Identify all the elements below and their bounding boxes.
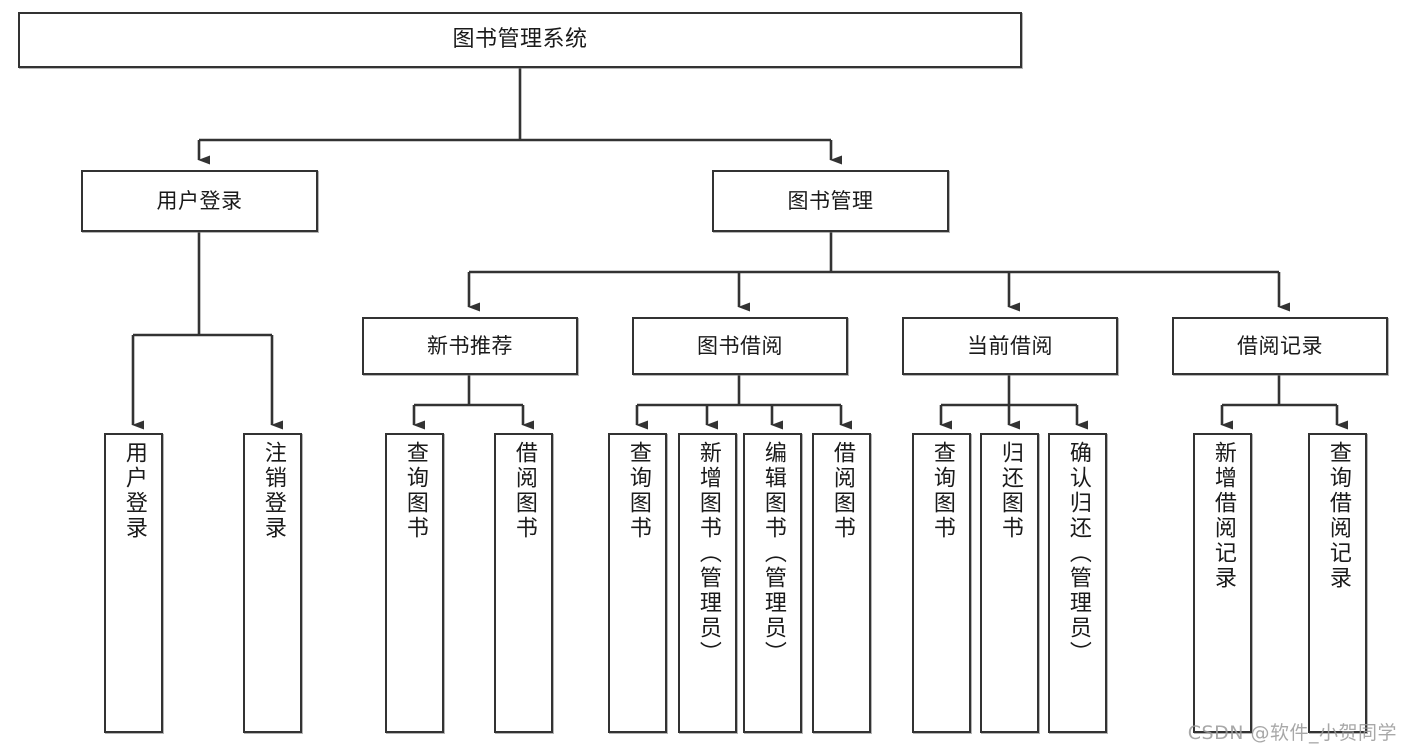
leaf-current-query-book[interactable]: 查询图书 [912,433,971,733]
node-label: 借阅图书 [511,441,537,541]
node-label: 借阅图书 [829,441,855,541]
node-label: 查询图书 [625,441,651,541]
node-label: 注销登录 [260,441,286,541]
node-book-management[interactable]: 图书管理 [712,170,949,232]
leaf-recommend-borrow-book[interactable]: 借阅图书 [494,433,553,733]
node-current-borrow[interactable]: 当前借阅 [902,317,1118,375]
leaf-user-login-signin[interactable]: 用户登录 [104,433,163,733]
node-label: 用户登录 [121,441,147,541]
leaf-recommend-query-book[interactable]: 查询图书 [385,433,444,733]
node-label: 确认归还（管理员） [1065,441,1091,666]
node-label: 查询图书 [929,441,955,541]
node-label: 用户登录 [156,188,243,213]
watermark-text: CSDN @软件_小贺同学 [1187,722,1397,744]
node-new-book-recommend[interactable]: 新书推荐 [362,317,578,375]
node-label: 当前借阅 [967,333,1053,358]
leaf-borrow-add-book-admin[interactable]: 新增图书（管理员） [678,433,737,733]
leaf-record-query-record[interactable]: 查询借阅记录 [1308,433,1367,733]
node-label: 查询图书 [402,441,428,541]
node-root-system[interactable]: 图书管理系统 [18,12,1022,68]
leaf-borrow-borrow-book[interactable]: 借阅图书 [812,433,871,733]
node-label: 新增图书（管理员） [695,441,721,666]
node-borrow-record[interactable]: 借阅记录 [1172,317,1388,375]
node-label: 编辑图书（管理员） [760,441,786,666]
node-label: 归还图书 [997,441,1023,541]
node-user-login[interactable]: 用户登录 [81,170,318,232]
leaf-record-add-record[interactable]: 新增借阅记录 [1193,433,1252,733]
node-label: 图书管理系统 [452,27,588,53]
node-label: 图书借阅 [697,333,783,358]
node-label: 借阅记录 [1237,333,1323,358]
node-book-borrow[interactable]: 图书借阅 [632,317,848,375]
node-label: 查询借阅记录 [1325,441,1351,591]
node-label: 图书管理 [787,188,874,213]
node-label: 新增借阅记录 [1210,441,1236,591]
leaf-current-return-book[interactable]: 归还图书 [980,433,1039,733]
leaf-user-login-signout[interactable]: 注销登录 [243,433,302,733]
node-label: 新书推荐 [427,333,513,358]
leaf-borrow-edit-book-admin[interactable]: 编辑图书（管理员） [743,433,802,733]
leaf-current-confirm-return-admin[interactable]: 确认归还（管理员） [1048,433,1107,733]
leaf-borrow-query-book[interactable]: 查询图书 [608,433,667,733]
